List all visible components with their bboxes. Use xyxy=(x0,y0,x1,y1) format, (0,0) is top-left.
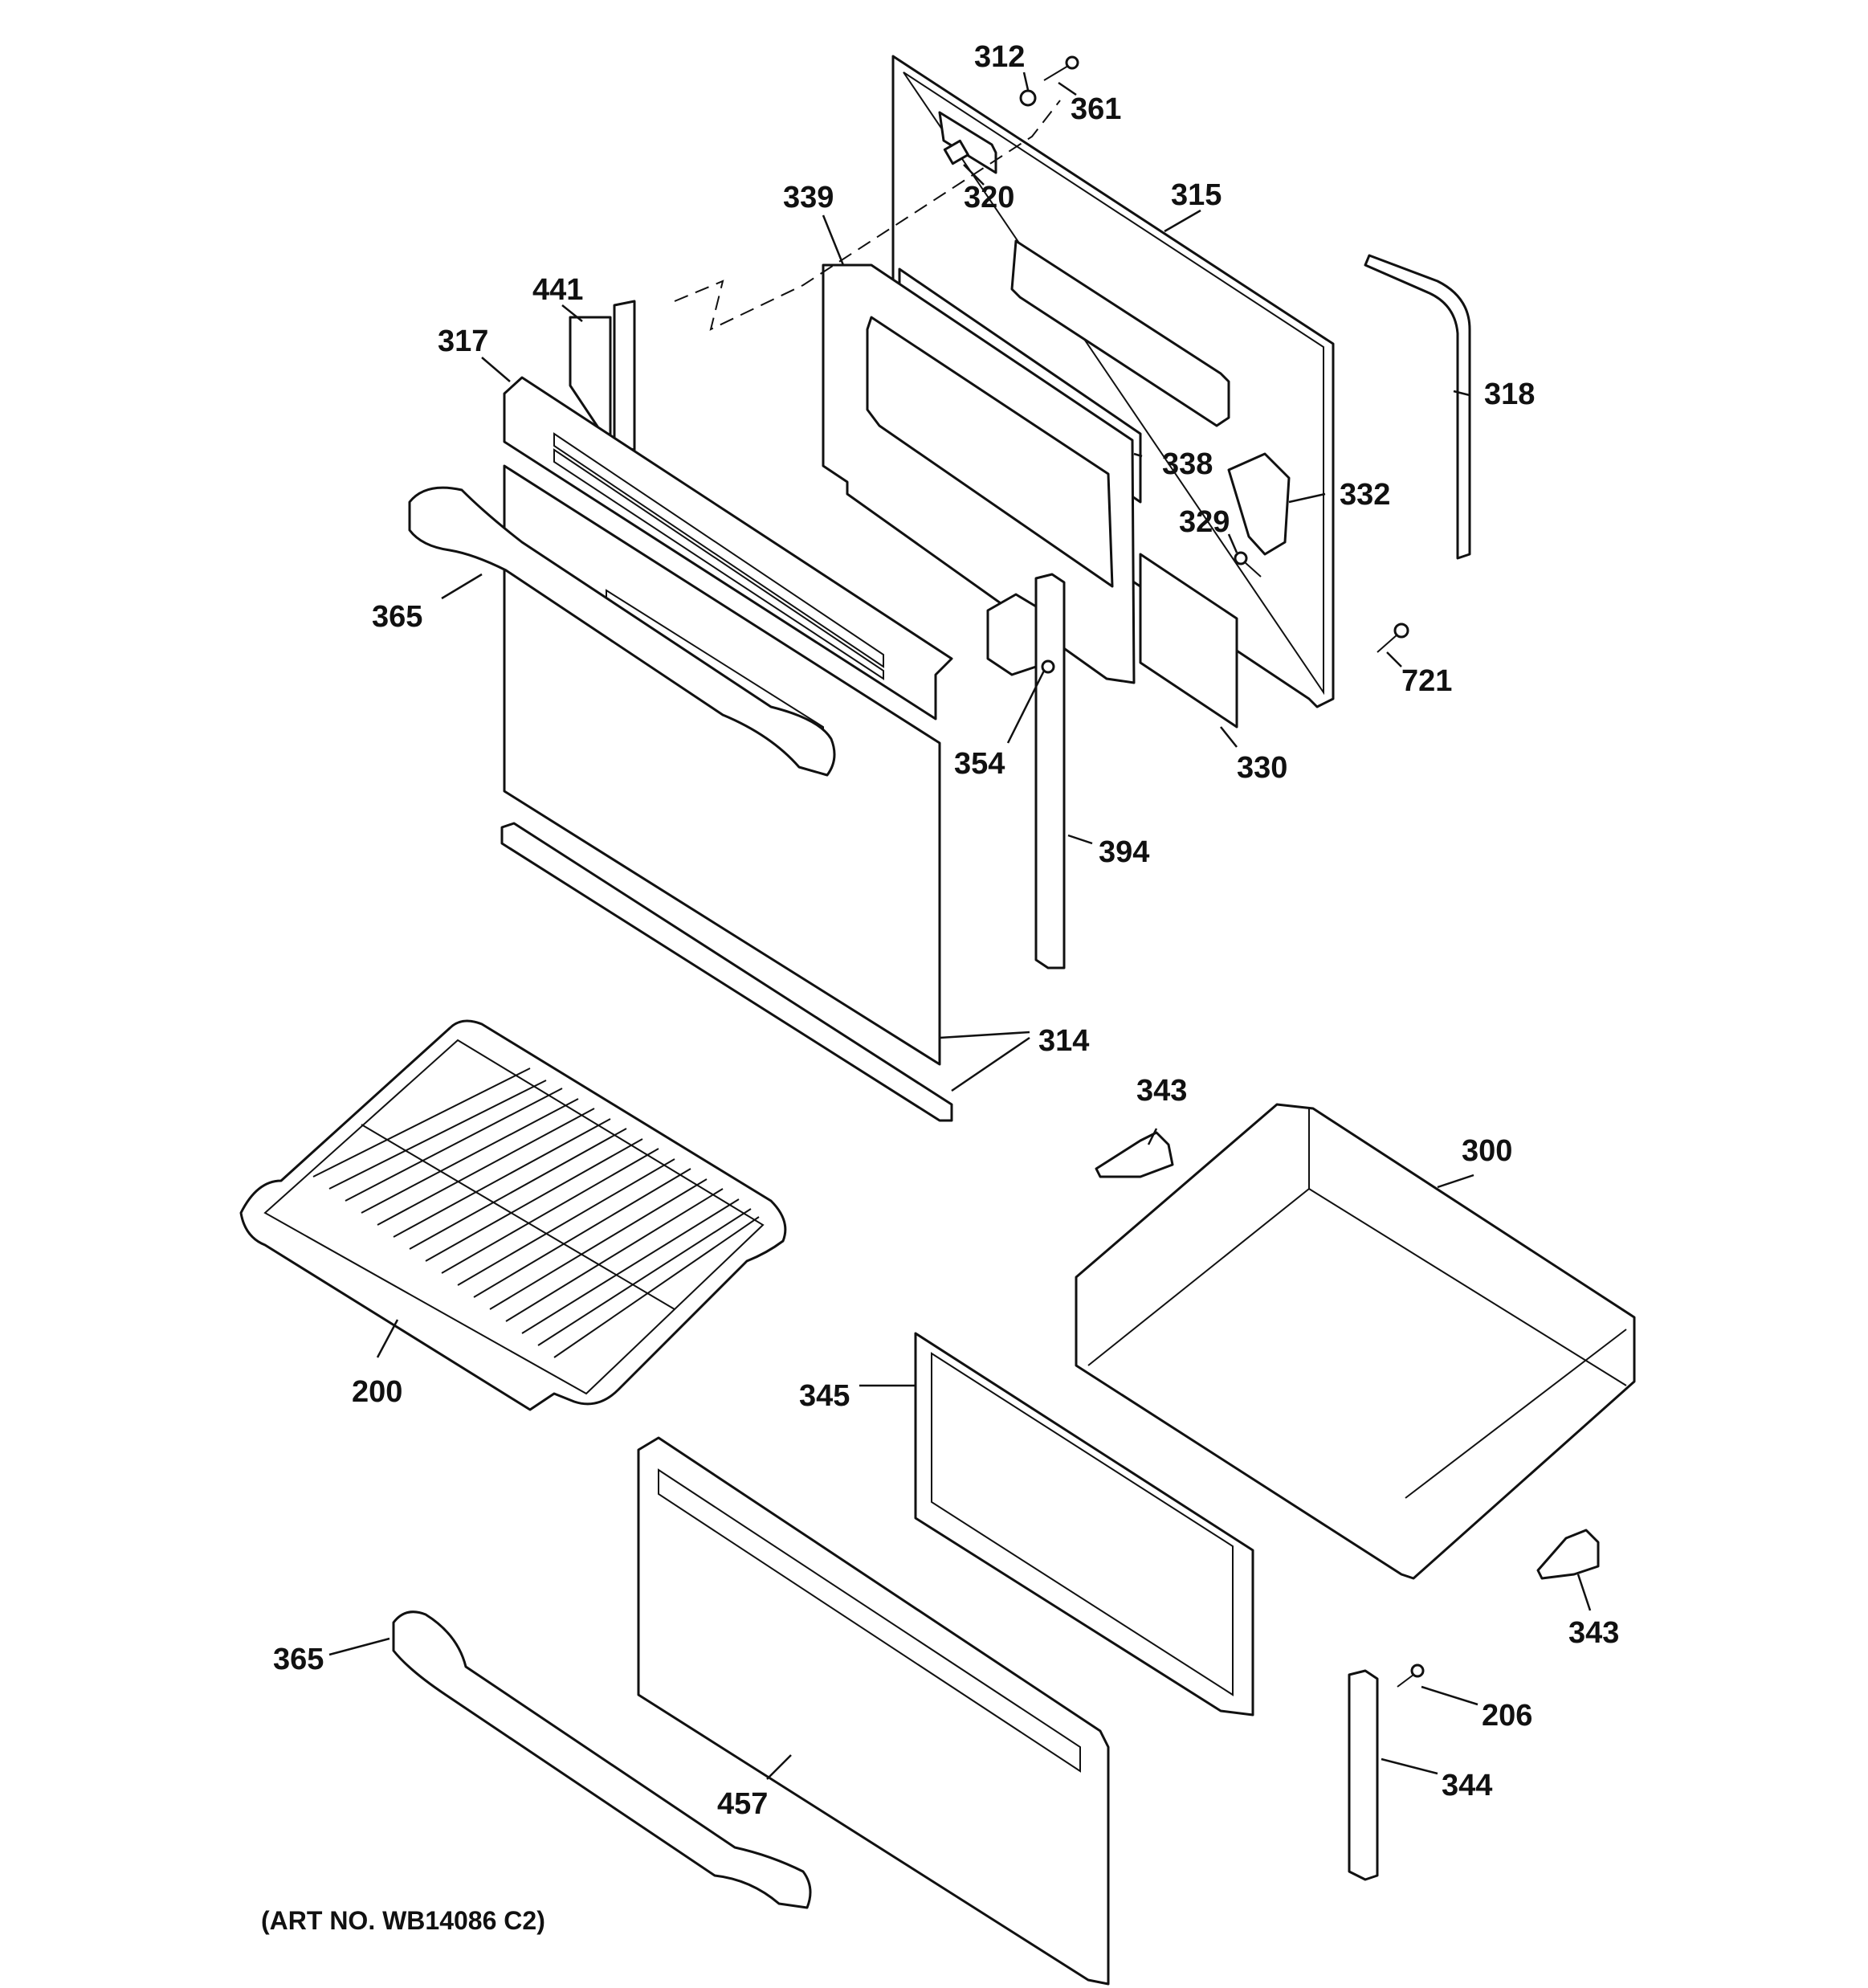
callout-365-lower: 365 xyxy=(273,1643,324,1676)
door-inner-panel-drawing xyxy=(891,55,1335,708)
callout-394: 394 xyxy=(1099,835,1149,869)
callout-300: 300 xyxy=(1462,1134,1512,1168)
door-bottom-rail-drawing xyxy=(500,822,953,1122)
callout-721: 721 xyxy=(1401,664,1452,698)
callout-318: 318 xyxy=(1484,378,1535,411)
callout-332: 332 xyxy=(1340,478,1390,512)
screw-361-drawing xyxy=(1043,55,1079,81)
screw-721-drawing xyxy=(1377,623,1409,653)
callout-317: 317 xyxy=(438,325,488,358)
door-handle-upper-drawing xyxy=(408,486,836,777)
leader-lines xyxy=(328,71,1592,1780)
oven-rack-drawing xyxy=(239,1019,787,1411)
hinge-pin-drawing xyxy=(943,139,969,165)
callout-365-upper: 365 xyxy=(372,600,422,634)
callout-200: 200 xyxy=(352,1375,402,1409)
callout-338: 338 xyxy=(1162,447,1213,481)
callout-343-upper: 343 xyxy=(1136,1074,1187,1108)
callout-labels: 312 361 320 315 339 441 317 318 338 332 … xyxy=(273,40,1619,1821)
callout-320: 320 xyxy=(964,181,1014,214)
callout-345: 345 xyxy=(799,1379,850,1413)
callout-330: 330 xyxy=(1237,751,1287,785)
drawer-front-drawing xyxy=(637,1436,1110,1986)
callout-206: 206 xyxy=(1482,1699,1532,1733)
screw-206-drawing xyxy=(1397,1663,1425,1688)
art-number: (ART NO. WB14086 C2) xyxy=(261,1906,545,1935)
callout-343-lower: 343 xyxy=(1568,1616,1619,1650)
callout-315: 315 xyxy=(1171,178,1222,212)
assembly-dash-line xyxy=(674,100,1061,331)
drawer-liner-panel-drawing xyxy=(914,1332,1254,1717)
lower-glass-drawing xyxy=(1139,553,1238,729)
callout-314: 314 xyxy=(1038,1024,1089,1058)
door-gasket-drawing xyxy=(1364,254,1471,560)
screw-329-drawing xyxy=(1234,551,1262,578)
bracket-drawing xyxy=(1227,452,1291,556)
callout-329: 329 xyxy=(1179,505,1230,539)
callout-457: 457 xyxy=(717,1787,768,1821)
callout-361: 361 xyxy=(1071,92,1121,126)
callout-312: 312 xyxy=(974,40,1025,74)
callout-441: 441 xyxy=(532,273,583,307)
drawer-box-drawing xyxy=(1075,1103,1636,1580)
rail-drawing xyxy=(1348,1669,1379,1881)
callout-354: 354 xyxy=(954,747,1005,781)
vent-trim-drawing xyxy=(503,376,953,720)
callout-344: 344 xyxy=(1442,1769,1492,1802)
drawer-slide-lower-drawing xyxy=(1536,1529,1600,1580)
drawer-handle-drawing xyxy=(392,1610,812,1909)
drawer-slide-upper-drawing xyxy=(1095,1131,1174,1178)
callout-339: 339 xyxy=(783,181,834,214)
nut-312-drawing xyxy=(1019,89,1037,107)
